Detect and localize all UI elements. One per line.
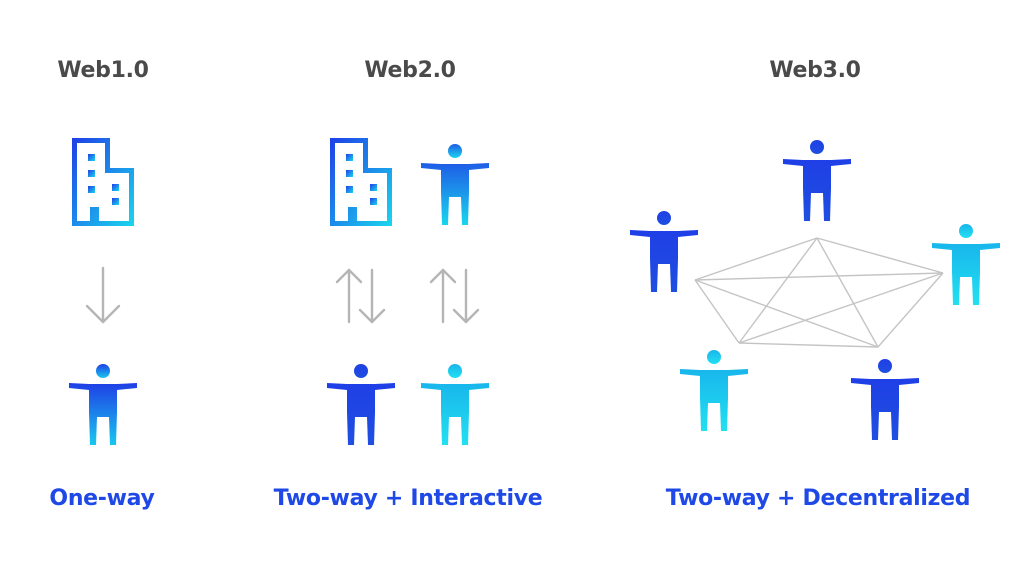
web2-top-person-icon xyxy=(421,144,489,225)
web3-left-person-icon xyxy=(630,211,698,292)
web2-left-two-way-arrow-icon xyxy=(335,268,386,324)
web1-down-arrow-icon xyxy=(85,266,121,324)
web2-title: Web2.0 xyxy=(364,58,456,83)
web2-server-building-icon xyxy=(330,138,392,226)
web3-network-lines xyxy=(694,237,944,348)
web1-user-person-icon xyxy=(69,364,137,445)
web3-top-person-icon xyxy=(783,140,851,221)
web3-caption: Two-way + Decentralized xyxy=(665,486,971,511)
web3-right-person-icon xyxy=(932,224,1000,305)
web2-caption: Two-way + Interactive xyxy=(273,486,543,511)
web1-title: Web1.0 xyxy=(57,58,149,83)
web1-caption: One-way xyxy=(49,486,155,511)
web3-bottom-left-person-icon xyxy=(680,350,748,431)
web2-bottom-left-person-icon xyxy=(327,364,395,445)
web1-server-building-icon xyxy=(72,138,134,226)
web3-bottom-right-person-icon xyxy=(851,359,919,440)
web3-title: Web3.0 xyxy=(769,58,861,83)
web2-right-two-way-arrow-icon xyxy=(429,268,480,324)
web2-bottom-right-person-icon xyxy=(421,364,489,445)
